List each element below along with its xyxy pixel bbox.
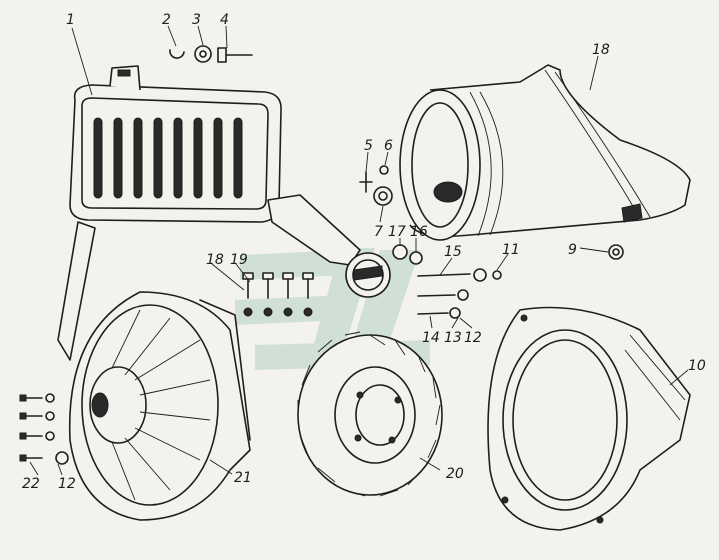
label-22: 22	[22, 476, 40, 492]
part-muffler	[57, 65, 391, 361]
label-20: 20	[446, 466, 464, 482]
part-fan-impeller	[297, 331, 443, 497]
screws-left	[19, 393, 69, 465]
callout-labels: 1 2 3 4 5 6 7 18 9 10 11 12 13 14 15 16 …	[22, 12, 706, 492]
label-8: 18	[592, 42, 610, 58]
label-13: 13	[444, 330, 462, 346]
label-16: 16	[410, 224, 428, 240]
part-cowl-shroud	[399, 64, 691, 241]
label-18: 18	[206, 252, 224, 268]
part-nut-9	[608, 244, 624, 260]
part-fan-cover	[68, 291, 251, 521]
label-15: 15	[444, 244, 462, 260]
label-3: 3	[192, 12, 201, 28]
label-2: 2	[162, 12, 171, 28]
label-10: 10	[688, 358, 706, 374]
label-17: 17	[388, 224, 406, 240]
hardware-top	[169, 45, 253, 63]
leader-lines	[29, 25, 689, 476]
label-12b: 12	[58, 476, 76, 492]
label-4: 4	[220, 12, 229, 28]
label-14: 14	[422, 330, 440, 346]
label-21: 21	[234, 470, 252, 486]
studs-18-19	[242, 272, 314, 317]
label-1: 1	[66, 12, 75, 28]
part-housing	[487, 306, 691, 531]
label-11: 11	[502, 242, 520, 258]
label-12a: 12	[464, 330, 482, 346]
label-5: 5	[364, 138, 373, 154]
label-19: 19	[230, 252, 248, 268]
washers-16-17	[392, 244, 423, 265]
hardware-middle	[359, 165, 393, 206]
label-9: 9	[568, 242, 577, 258]
bolts-right	[417, 268, 502, 319]
label-6: 6	[384, 138, 393, 154]
label-7: 7	[374, 224, 383, 240]
muffler-ribs	[93, 117, 243, 199]
